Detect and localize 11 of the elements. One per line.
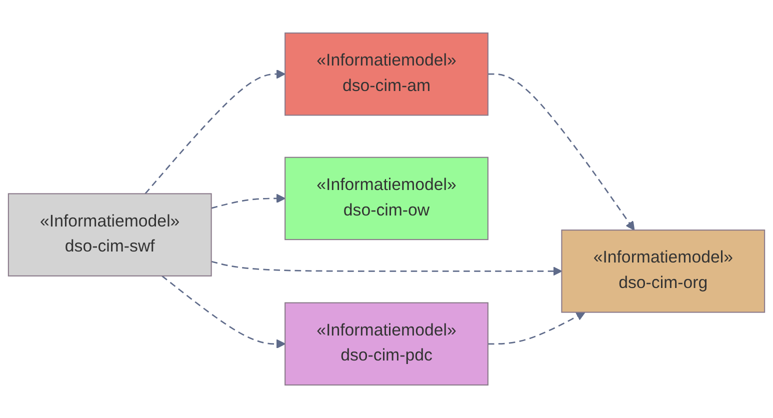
node-box: «Informatiemodel» dso-cim-pdc [284, 302, 488, 386]
node-box: «Informatiemodel» dso-cim-swf [8, 193, 212, 276]
arrow [162, 275, 286, 349]
arrow [488, 312, 586, 345]
node-box: «Informatiemodel» dso-cim-ow [284, 156, 488, 240]
arrow [488, 73, 635, 230]
arrow [211, 194, 286, 209]
arrow [144, 69, 286, 194]
node-box: «Informatiemodel» dso-cim-org [561, 230, 766, 313]
node-box: «Informatiemodel» dso-cim-am [284, 32, 488, 116]
arrow [211, 260, 562, 276]
